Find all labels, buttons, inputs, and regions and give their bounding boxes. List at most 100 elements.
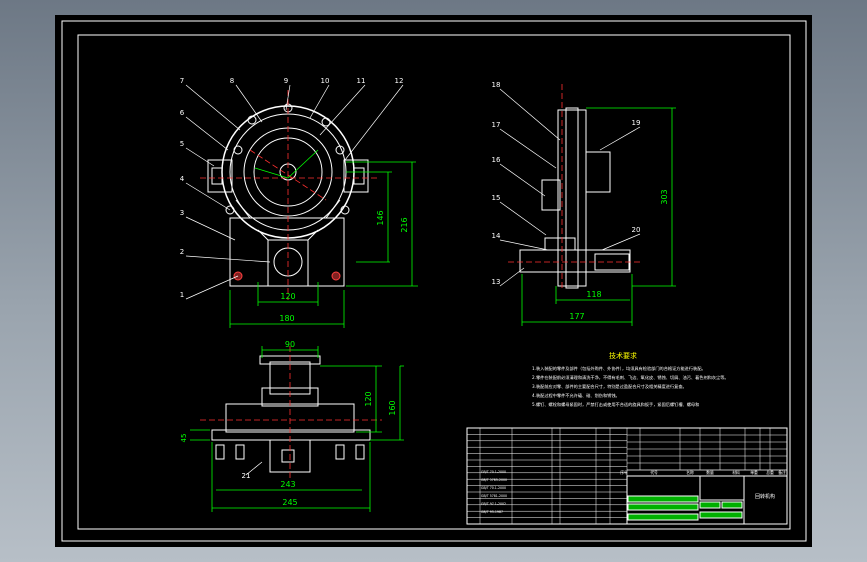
top-dim-top-text: 90 bbox=[285, 340, 295, 349]
title-green-3 bbox=[627, 513, 699, 521]
front-leader bbox=[185, 147, 215, 167]
title-green-2 bbox=[627, 503, 699, 511]
title-green-4 bbox=[699, 501, 721, 509]
side-leader bbox=[499, 128, 557, 169]
front-gear-link-group bbox=[257, 229, 319, 241]
top-foot bbox=[355, 444, 365, 460]
front-dim-height-outer-text: 216 bbox=[400, 217, 409, 232]
front-balloon-label: 7 bbox=[180, 77, 184, 85]
top-balloon-label: 21 bbox=[242, 472, 251, 480]
front-balloon-label: 12 bbox=[395, 77, 404, 85]
top-foot bbox=[215, 444, 225, 460]
side-balloon-label: 14 bbox=[492, 232, 501, 240]
top-dim-height-outer-text: 160 bbox=[388, 400, 397, 415]
front-leader bbox=[185, 216, 236, 241]
bom-part-code: GB/T 5783-2000 bbox=[481, 478, 507, 482]
front-ring-bolt bbox=[321, 117, 331, 127]
top-dim-outer-text: 245 bbox=[282, 498, 297, 507]
notes-line: 4.装配过程中零件不允许磕、碰、划伤和锈蚀。 bbox=[532, 392, 620, 399]
front-ring-bolt bbox=[225, 205, 235, 215]
title-green-5 bbox=[721, 501, 743, 509]
bom-part-code: GB/T 70.1-2000 bbox=[481, 470, 506, 474]
notes-line: 1.装入装配的零件及部件（包括外购件、外协件），均须具有检验部门的合格证方能进行… bbox=[532, 365, 706, 372]
side-balloon-label: 18 bbox=[492, 81, 501, 89]
front-clamp-left-inner bbox=[211, 167, 223, 185]
front-leader bbox=[235, 84, 263, 123]
side-balloon-label: 16 bbox=[492, 156, 501, 164]
notes-heading: 技术要求 bbox=[609, 351, 637, 360]
title-logo-cell bbox=[699, 475, 745, 501]
front-leader bbox=[185, 255, 271, 263]
side-base-plate bbox=[519, 249, 631, 273]
front-leader bbox=[185, 275, 239, 300]
front-balloon-label: 1 bbox=[180, 291, 184, 299]
front-clamp-left bbox=[207, 159, 233, 193]
side-leader bbox=[499, 239, 549, 251]
title-col-label: 备注 bbox=[778, 470, 786, 475]
side-balloon-label: 19 bbox=[632, 119, 641, 127]
title-col-label: 单重 bbox=[750, 470, 758, 475]
front-balloon-label: 11 bbox=[357, 77, 366, 85]
front-balloon-label: 9 bbox=[284, 77, 288, 85]
top-foot bbox=[335, 444, 345, 460]
side-leader bbox=[499, 88, 561, 141]
title-drawing-name: 回转机构 bbox=[755, 493, 775, 500]
title-green-6 bbox=[699, 511, 743, 519]
title-col-label: 代号 bbox=[650, 470, 658, 475]
side-leader bbox=[601, 233, 641, 251]
outer-frame bbox=[61, 20, 807, 542]
side-balloon-label: 20 bbox=[632, 226, 641, 234]
side-dim-inner-text: 118 bbox=[586, 290, 601, 299]
side-leader bbox=[499, 267, 525, 287]
front-balloon-label: 5 bbox=[180, 140, 184, 148]
front-dim-outer-text: 180 bbox=[279, 314, 294, 323]
side-column bbox=[557, 109, 587, 287]
side-balloon-label: 15 bbox=[492, 194, 501, 202]
front-ring-bolt bbox=[335, 145, 345, 155]
title-col-label: 材料 bbox=[732, 470, 740, 475]
side-leader bbox=[499, 201, 547, 236]
title-green-1 bbox=[627, 495, 699, 503]
side-balloon-label: 13 bbox=[492, 278, 501, 286]
front-ring-bolt bbox=[233, 145, 243, 155]
front-ring-bolt bbox=[340, 205, 350, 215]
front-radius-2 bbox=[287, 149, 319, 179]
top-gear-boss bbox=[281, 449, 295, 463]
title-col-label: 序号 bbox=[620, 470, 628, 475]
side-bracket bbox=[544, 237, 576, 251]
top-dim-flange-text: 45 bbox=[180, 434, 188, 443]
side-motor-left bbox=[541, 179, 561, 211]
side-motor-top bbox=[585, 151, 611, 193]
inner-frame bbox=[77, 34, 791, 530]
title-name-cell bbox=[743, 475, 788, 525]
front-leader bbox=[185, 182, 231, 211]
front-balloon-label: 8 bbox=[230, 77, 234, 85]
front-clamp-right-inner bbox=[353, 167, 365, 185]
top-dim-height-inner-text: 120 bbox=[364, 391, 373, 406]
front-dim-height-inner-text: 146 bbox=[376, 210, 385, 225]
front-gear-link bbox=[257, 229, 319, 241]
title-col-label: 总重 bbox=[766, 470, 774, 475]
front-leader bbox=[344, 84, 404, 161]
title-col-label: 名称 bbox=[686, 470, 694, 475]
side-leader bbox=[599, 126, 641, 151]
bom-part-code: GB/T 5781-2000 bbox=[481, 494, 507, 498]
front-balloon-label: 10 bbox=[321, 77, 330, 85]
top-leader bbox=[245, 461, 263, 476]
front-leader bbox=[319, 84, 366, 136]
front-bolt-right bbox=[331, 271, 341, 281]
front-leader bbox=[185, 84, 241, 131]
side-leader bbox=[499, 163, 546, 197]
bom-part-code: GB/T 70.1-2000 bbox=[481, 486, 506, 490]
side-dim-outer-text: 177 bbox=[569, 312, 584, 321]
front-dim-inner-text: 120 bbox=[280, 292, 295, 301]
front-leader bbox=[309, 84, 330, 119]
front-leader bbox=[285, 84, 291, 111]
front-center-diag bbox=[249, 149, 327, 201]
top-foot bbox=[235, 444, 245, 460]
side-dim-height-text: 303 bbox=[660, 189, 669, 204]
front-clamp-right bbox=[343, 159, 369, 193]
title-col-label: 数量 bbox=[706, 470, 714, 475]
